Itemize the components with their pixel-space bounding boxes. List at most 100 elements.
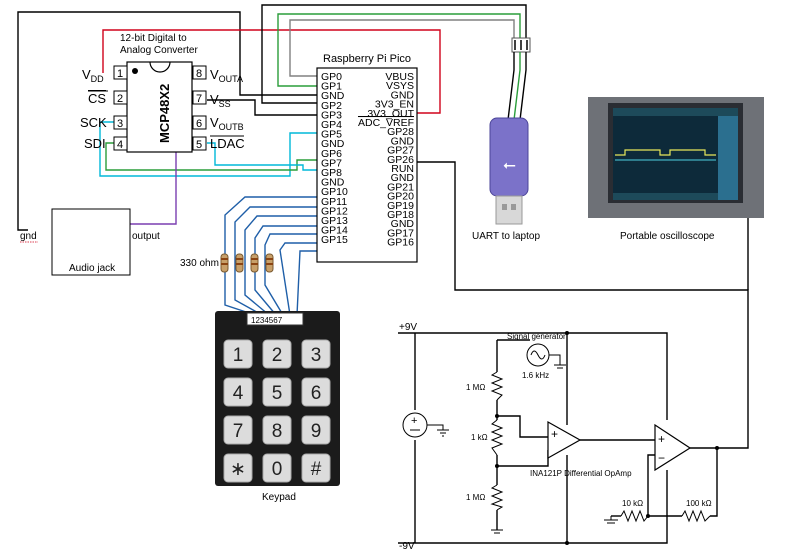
pico-right-pin: GND — [391, 135, 415, 147]
dac-pin7-main: V — [210, 92, 219, 107]
keypad-key[interactable] — [223, 339, 253, 369]
opamp-1 — [547, 420, 582, 460]
pico-right-pin: GP20 — [387, 191, 414, 203]
pico-right-pin: VBUS — [385, 71, 414, 83]
keypad-key-label: ∗ — [230, 459, 246, 480]
keypad-key[interactable] — [223, 453, 253, 483]
keypad-key[interactable] — [301, 377, 331, 407]
pico-left-pin: GP6 — [321, 148, 342, 160]
siggen-freq: 1.6 kHz — [522, 371, 549, 380]
pico-title: Raspberry Pi Pico — [323, 53, 411, 65]
dac-pin1-sub: DD — [91, 74, 104, 84]
pico-left-pin: GP14 — [321, 225, 348, 237]
dac-pin5-label: LDAC — [210, 136, 245, 151]
keypad-key[interactable] — [301, 415, 331, 445]
dac-notch — [149, 61, 171, 73]
vneg-label: -9V — [399, 541, 415, 552]
pico-left-pin: GP12 — [321, 205, 348, 217]
scope-trace-1 — [615, 149, 716, 156]
r-bot-icon — [490, 484, 504, 511]
keypad-key-label: 3 — [311, 345, 322, 366]
pico-right-pin: GP27 — [387, 145, 414, 157]
keypad-key-label: 0 — [272, 459, 283, 480]
pico-left-pin: GP2 — [321, 100, 342, 112]
keypad-key[interactable] — [262, 453, 292, 483]
keypad-key[interactable] — [262, 339, 292, 369]
pico-left-pin: GND — [321, 177, 345, 189]
scope-bottombar — [613, 193, 718, 200]
keypad-connector-label: 1234567 — [251, 316, 283, 325]
keypad-key[interactable] — [262, 377, 292, 407]
scope-topbar — [613, 108, 738, 116]
keypad-key[interactable] — [301, 339, 331, 369]
pico-left-pin: GP5 — [321, 129, 342, 141]
keypad-key[interactable] — [223, 415, 253, 445]
r-mid-icon — [490, 419, 504, 456]
resistor-bank: 330 ohm — [180, 253, 274, 273]
pico-left-pin: GP3 — [321, 109, 342, 121]
oscilloscope: Portable oscilloscope — [588, 97, 764, 242]
opamp-2 — [654, 423, 692, 472]
keypad-key-label: # — [311, 459, 322, 480]
pico-left-pins: GP0GP1GNDGP2GP3GP4GP5GNDGP6GP7GP8GNDGP10… — [321, 71, 348, 246]
pico-left-pin: GP8 — [321, 167, 342, 179]
pico-left-pin: GP7 — [321, 157, 342, 169]
keypad-key[interactable] — [301, 453, 331, 483]
resistor-2 — [235, 253, 244, 273]
dac-pin1-label: VDD — [82, 67, 104, 84]
pico-left-pin: GND — [321, 90, 345, 102]
pico-right-pin: GND — [391, 89, 415, 101]
resistor-3 — [250, 253, 259, 273]
audio-jack-title: Audio jack — [69, 263, 116, 274]
pico-body — [316, 67, 418, 263]
dac-pin7-num: 7 — [196, 93, 202, 105]
keypad-key-label: 7 — [233, 421, 244, 442]
keypad-key[interactable] — [262, 415, 292, 445]
siggen-label: Signal generator — [507, 332, 566, 341]
pico-left-pin: GP11 — [321, 196, 347, 208]
r-feedback2-label: 100 kΩ — [686, 499, 712, 508]
dac-caption-line2: Analog Converter — [120, 45, 198, 56]
dac-pin7-label: VSS — [210, 92, 231, 109]
dac-body — [126, 61, 193, 153]
pico-left-pin: GND — [321, 138, 345, 150]
dac-pin6-label: VOUTB — [210, 115, 244, 132]
keypad-key-label: 5 — [272, 383, 283, 404]
dac-pin6-sub: OUTB — [219, 122, 244, 132]
dac-pin7-sub: SS — [219, 99, 231, 109]
keypad-key-label: 1 — [233, 345, 244, 366]
pico-left-pin: GP13 — [321, 215, 348, 227]
vpos-label: +9V — [399, 322, 417, 333]
pico-right-pin: 3V3_EN — [375, 99, 414, 111]
dac-pin5-box — [192, 136, 207, 151]
dac-pin2-num: 2 — [117, 93, 123, 105]
pico: Raspberry Pi Pico GP0GP1GNDGP2GP3GP4GP5G… — [316, 53, 418, 263]
r-bot-label: 1 MΩ — [466, 493, 485, 502]
scope-sidebar — [718, 116, 738, 200]
pico-right-pin: GND — [391, 218, 415, 230]
audio-jack-gnd: gnd — [20, 231, 37, 242]
dac-pin2-label: CS — [88, 91, 106, 106]
pico-right-pin: GP21 — [387, 181, 414, 193]
dac-chip: 12-bit Digital to Analog Converter MCP48… — [80, 33, 245, 153]
pico-right-pin: GP28 — [387, 126, 414, 138]
dac-caption-line1: 12-bit Digital to — [120, 33, 187, 44]
keypad-connector — [246, 312, 304, 326]
dac-pin4-num: 4 — [117, 139, 123, 151]
dc-source-plus: + — [411, 415, 417, 427]
audio-jack-box — [51, 208, 131, 276]
resistor-4 — [265, 253, 274, 273]
dac-pin4-label: SDI — [84, 136, 106, 151]
pico-left-pin: GP15 — [321, 234, 348, 246]
keypad-key[interactable] — [223, 377, 253, 407]
scope-screen — [613, 108, 738, 200]
dac-pin6-box — [192, 115, 207, 130]
dac-pin5-num: 5 — [196, 139, 202, 151]
opamp2-minus: − — [658, 451, 665, 465]
pico-right-pin: 3V3_OUT — [367, 108, 414, 120]
scope-label: Portable oscilloscope — [620, 231, 715, 242]
keypad-key-label: 4 — [233, 383, 244, 404]
opamp-label: INA121P Differential OpAmp — [530, 469, 632, 478]
